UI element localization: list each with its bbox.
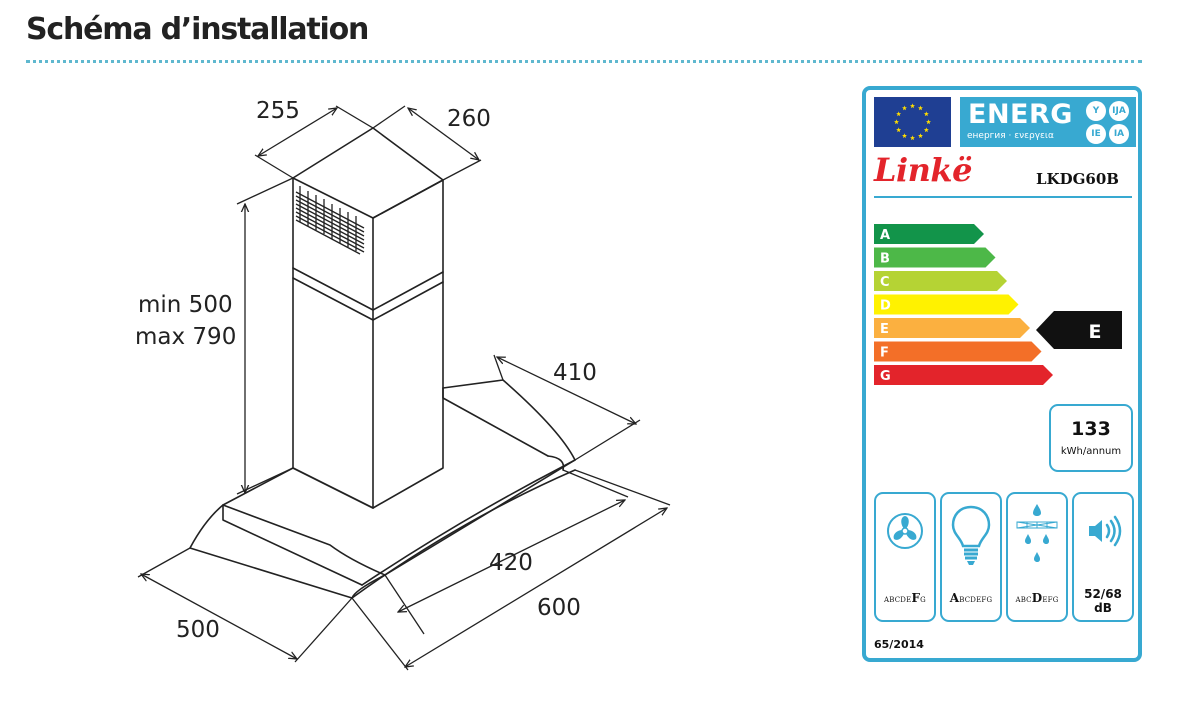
energy-class-bar-e <box>874 318 1030 338</box>
energy-class-letter: F <box>880 346 889 361</box>
dim-height-max: max 790 <box>135 324 237 350</box>
installation-diagram <box>137 105 671 671</box>
eu-star-icon <box>896 127 902 133</box>
energy-class-bar-a <box>874 224 984 244</box>
brand-divider <box>874 196 1132 198</box>
language-badge: IA <box>1109 124 1129 144</box>
lighting-class: ABCDEFG <box>949 591 993 605</box>
canopy-front-face <box>189 504 386 599</box>
energy-class-letter: G <box>880 369 891 384</box>
consumption-value: 133 <box>1071 418 1111 440</box>
energy-header: ENERG енергия · ενεργεια Y IJA IE IA <box>960 97 1136 147</box>
eu-star-icon <box>910 103 915 109</box>
rating-letter: E <box>1089 321 1102 343</box>
eu-star-icon <box>926 119 931 125</box>
energy-consumption-box: 133 kWh/annum <box>1049 404 1133 472</box>
dim-total-width: 600 <box>537 595 581 621</box>
energ-subtitle: енергия · ενεργεια <box>967 131 1054 141</box>
dim-total-depth: 500 <box>176 617 220 643</box>
rating-arrow: E <box>1036 311 1122 349</box>
eu-star-icon <box>902 133 907 138</box>
energy-class-letter: E <box>880 322 889 337</box>
energy-class-bar-d <box>874 294 1019 315</box>
eu-star-icon <box>923 111 929 117</box>
energy-class-scale: ABCDEFG E <box>874 224 1122 385</box>
energy-class-bar-g <box>874 365 1053 385</box>
eu-star-icon <box>918 105 923 111</box>
eu-star-icon <box>894 119 899 125</box>
grease-filter-box: ABCDEFG <box>1006 492 1068 622</box>
consumption-unit: kWh/annum <box>1060 446 1122 457</box>
energ-word: ENERG <box>968 99 1073 130</box>
eu-flag-icon <box>874 97 951 147</box>
energy-class-letter: C <box>880 275 890 290</box>
energy-label: ENERG енергия · ενεργεια Y IJA IE IA Lin… <box>862 86 1142 662</box>
eu-star-icon <box>896 111 902 117</box>
energy-class-letter: A <box>880 228 890 243</box>
model-number: LKDG60B <box>1036 170 1119 188</box>
energy-class-letter: D <box>880 299 891 314</box>
fluid-dynamic-class: ABCDEFG <box>884 591 926 605</box>
sound-icon <box>1089 515 1122 547</box>
fan-icon <box>887 513 923 549</box>
dim-chimney-depth: 255 <box>256 98 300 124</box>
eu-star-icon <box>923 127 929 133</box>
language-badge: IE <box>1086 124 1106 144</box>
language-badge: IJA <box>1109 101 1129 121</box>
energy-class-bar-b <box>874 247 996 268</box>
canopy-top-face <box>222 379 576 576</box>
brand-logo: Linkë <box>874 151 972 189</box>
language-badge: Y <box>1086 101 1106 121</box>
light-bulb-icon <box>951 505 991 565</box>
grease-filter-class: ABCDEFG <box>1015 591 1059 605</box>
energy-class-bar-c <box>874 271 1007 291</box>
eu-star-icon <box>910 135 915 141</box>
page-title: Schéma d’installation <box>26 12 369 47</box>
dim-height-min: min 500 <box>138 292 233 318</box>
title-divider <box>26 60 1142 63</box>
dim-front-width: 420 <box>489 550 533 576</box>
lighting-box: ABCDEFG <box>940 492 1002 622</box>
eu-star-icon <box>902 105 907 111</box>
fluid-dynamic-box: ABCDEFG <box>874 492 936 622</box>
energy-class-bar-f <box>874 341 1042 362</box>
eu-star-icon <box>918 133 923 138</box>
grease-filter-icon <box>1016 504 1058 562</box>
dim-chimney-width: 260 <box>447 106 491 132</box>
dim-canopy-depth: 410 <box>553 360 597 386</box>
regulation-number: 65/2014 <box>874 638 924 651</box>
energy-class-letter: B <box>880 252 890 267</box>
chimney-right-face <box>372 179 444 509</box>
